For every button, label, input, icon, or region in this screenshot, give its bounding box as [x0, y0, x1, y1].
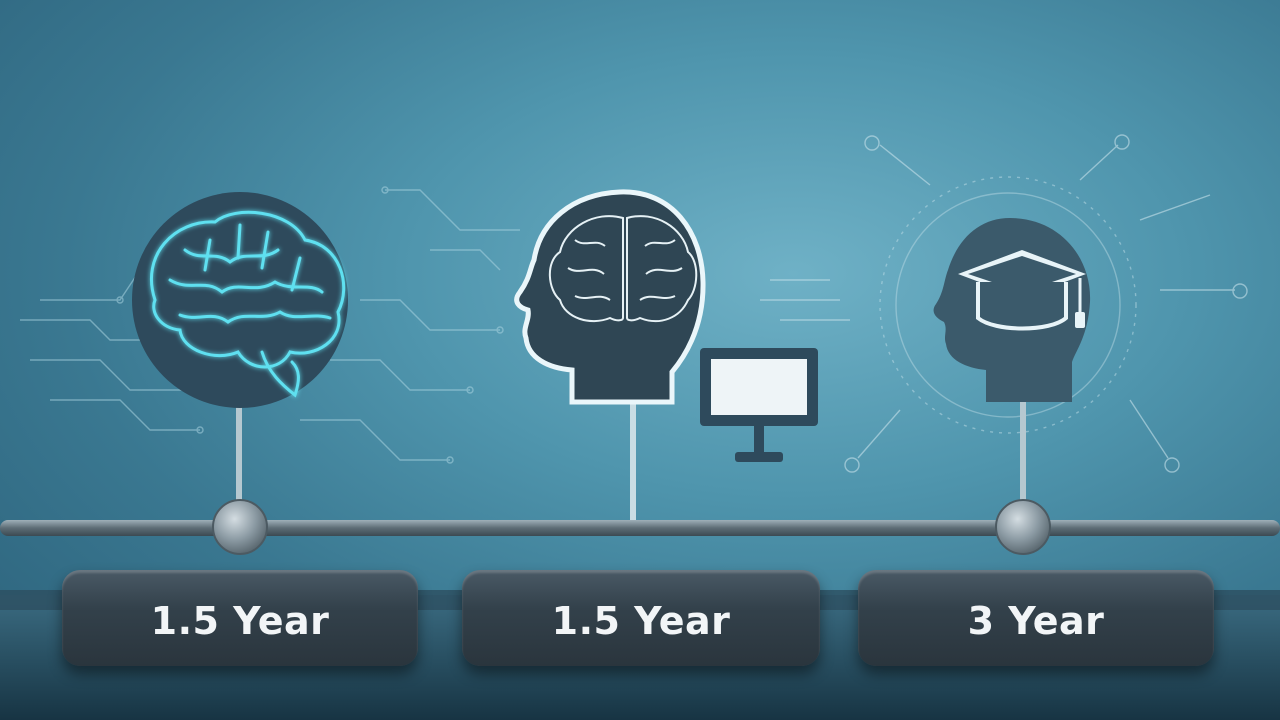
connector-stem-3 — [1020, 400, 1026, 520]
milestone-label-box-1: 1.5 Year — [62, 570, 418, 666]
connector-stem-1 — [236, 405, 242, 520]
head-with-graduation-cap-icon — [933, 218, 1091, 402]
timeline-knob-1 — [212, 499, 268, 555]
timeline-knob-3 — [995, 499, 1051, 555]
computer-monitor-icon — [700, 348, 818, 462]
timeline-rail — [0, 520, 1280, 536]
milestone-label-box-3: 3 Year — [858, 570, 1214, 666]
circuit-decoration-right — [760, 134, 1248, 473]
brain-icon — [132, 192, 348, 408]
milestone-label-2: 1.5 Year — [551, 599, 731, 643]
connector-stem-2 — [630, 400, 636, 520]
milestone-label-3: 3 Year — [967, 599, 1105, 643]
milestone-label-1: 1.5 Year — [150, 599, 330, 643]
milestone-label-box-2: 1.5 Year — [462, 570, 820, 666]
head-with-brain-icon — [514, 189, 706, 405]
